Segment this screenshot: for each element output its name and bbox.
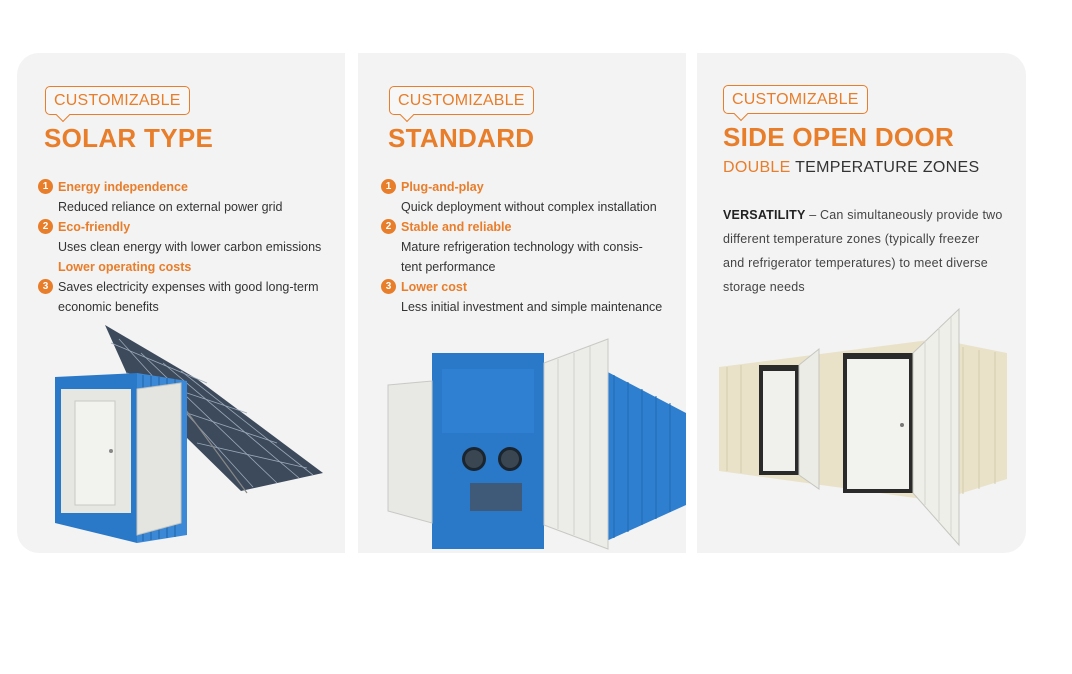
feature-number: 2 <box>38 219 53 234</box>
feature-description-cont: tent performance <box>401 260 496 274</box>
feature-heading: Lower cost <box>401 280 467 294</box>
feature-heading: Plug-and-play <box>401 180 484 194</box>
feature-description: Less initial investment and simple maint… <box>401 300 663 314</box>
card-title: SOLAR TYPE <box>44 123 214 153</box>
side-door-container-image <box>719 307 1007 547</box>
feature-number: 3 <box>381 279 396 294</box>
feature-number: 2 <box>381 219 396 234</box>
feature-heading: Stable and reliable <box>401 220 512 234</box>
feature-description: Reduced reliance on external power grid <box>58 200 283 214</box>
card-standard[interactable]: CUSTOMIZABLE STANDARD 1 Plug-and-play Qu… <box>358 53 686 553</box>
customizable-badge: CUSTOMIZABLE <box>723 85 868 114</box>
card-side-open-door[interactable]: CUSTOMIZABLE SIDE OPEN DOOR DOUBLE TEMPE… <box>697 53 1026 553</box>
feature-number: 1 <box>38 179 53 194</box>
feature-description: Uses clean energy with lower carbon emis… <box>58 240 322 254</box>
feature-description: Quick deployment without complex install… <box>401 200 657 214</box>
customizable-badge: CUSTOMIZABLE <box>45 86 190 115</box>
feature-heading: Energy independence <box>58 180 188 194</box>
versatility-label: VERSATILITY <box>723 208 806 222</box>
feature-number: 3 <box>38 279 53 294</box>
card-title: SIDE OPEN DOOR <box>723 122 955 152</box>
feature-description: Saves electricity expenses with good lon… <box>58 280 319 294</box>
card-solar-type[interactable]: CUSTOMIZABLE SOLAR TYPE 1 Energy indepen… <box>17 53 345 553</box>
feature-heading: Eco-friendly <box>58 220 131 234</box>
subtitle-rest: TEMPERATURE ZONES <box>790 159 980 176</box>
feature-description: Mature refrigeration technology with con… <box>401 240 643 254</box>
feature-description-cont: economic benefits <box>58 300 159 314</box>
customizable-badge: CUSTOMIZABLE <box>389 86 534 115</box>
feature-number: 1 <box>381 179 396 194</box>
product-cards: CUSTOMIZABLE SOLAR TYPE 1 Energy indepen… <box>17 53 1026 553</box>
solar-container-image <box>55 325 323 543</box>
feature-heading: Lower operating costs <box>58 260 192 274</box>
versatility-description: VERSATILITY – Can simultaneously provide… <box>723 203 1003 299</box>
versatility-text: – Can simultaneously provide two differe… <box>723 208 1003 294</box>
subtitle-accent: DOUBLE <box>723 159 791 176</box>
card-title: STANDARD <box>388 123 535 153</box>
standard-container-image <box>387 338 686 550</box>
card-subtitle: DOUBLE TEMPERATURE ZONES <box>723 159 979 177</box>
